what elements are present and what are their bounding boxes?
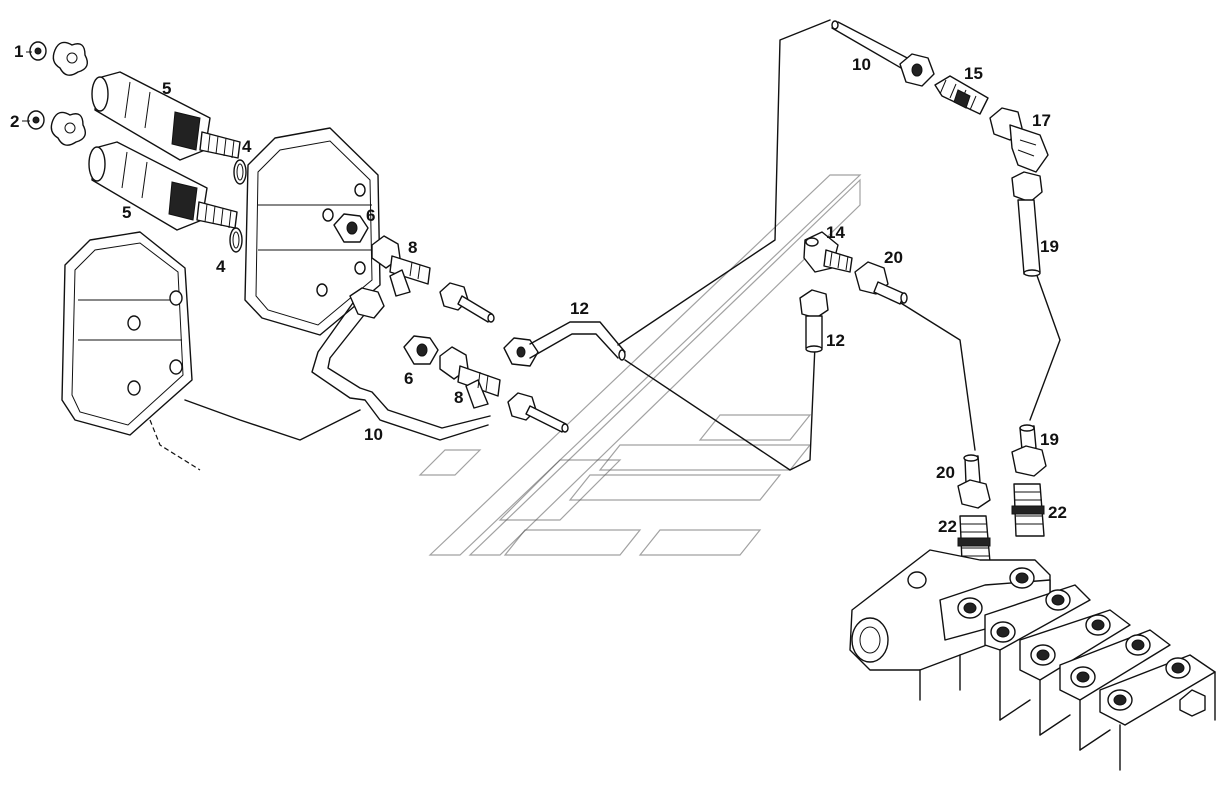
pipe-10-left xyxy=(311,287,491,441)
solenoid-valve-upper xyxy=(91,71,241,161)
o-ring-upper xyxy=(233,159,247,185)
elbow-14 xyxy=(803,231,853,273)
adapter-15 xyxy=(934,75,989,115)
label-22-right: 22 xyxy=(1048,503,1067,522)
cover-plate-rear xyxy=(61,231,193,436)
o-ring-lower xyxy=(229,227,243,253)
washer-1 xyxy=(29,41,47,61)
nut-pipe-12 xyxy=(503,337,539,367)
nut-20-upper xyxy=(854,261,908,305)
gasket-upper xyxy=(52,41,88,76)
label-2: 2 xyxy=(10,112,19,131)
label-19-upper: 19 xyxy=(1040,237,1059,256)
label-leaders xyxy=(22,51,32,122)
label-6-lower: 6 xyxy=(404,369,413,388)
label-8-upper: 8 xyxy=(408,238,417,257)
label-5-upper: 5 xyxy=(162,79,171,98)
label-12-right: 12 xyxy=(826,331,845,350)
part-labels: 1 2 5 5 4 4 6 6 8 8 10 10 12 12 14 15 17… xyxy=(10,42,1067,536)
label-20-upper: 20 xyxy=(884,248,903,267)
tee-fitting-lower xyxy=(439,346,501,409)
nut-6-lower xyxy=(403,335,439,365)
label-15: 15 xyxy=(964,64,983,83)
label-5-lower: 5 xyxy=(122,203,131,222)
label-8-lower: 8 xyxy=(454,388,463,407)
pipe-19-lower xyxy=(1011,424,1047,477)
solenoid-valve-lower xyxy=(88,141,238,231)
label-19-lower: 19 xyxy=(1040,430,1059,449)
pipe-20-lower xyxy=(957,454,991,509)
nut-fitting-upper-right xyxy=(439,282,495,323)
fitting-22-left xyxy=(957,515,991,563)
label-17: 17 xyxy=(1032,111,1051,130)
control-valve-block xyxy=(849,549,1216,771)
nut-6-upper xyxy=(333,213,369,243)
pipe-12-upper xyxy=(529,321,626,361)
label-14: 14 xyxy=(826,223,845,242)
label-1: 1 xyxy=(14,42,23,61)
pipe-19-upper xyxy=(1011,171,1043,277)
washer-2 xyxy=(27,110,45,130)
label-22-left: 22 xyxy=(938,517,957,536)
label-10-left: 10 xyxy=(364,425,383,444)
elbow-17 xyxy=(989,107,1049,173)
label-12-upper: 12 xyxy=(570,299,589,318)
watermark-logo xyxy=(418,174,862,556)
label-20-lower: 20 xyxy=(936,463,955,482)
label-4-lower: 4 xyxy=(216,257,226,276)
pipe-12-right xyxy=(799,289,829,353)
label-4-upper: 4 xyxy=(242,137,252,156)
label-6-upper: 6 xyxy=(366,206,375,225)
connection-lines xyxy=(149,19,1061,471)
nut-fitting-lower-right xyxy=(507,392,569,433)
nut-upper-right xyxy=(899,53,935,87)
label-10-right: 10 xyxy=(852,55,871,74)
fitting-22-right xyxy=(1011,483,1045,537)
tee-fitting-upper xyxy=(371,235,431,297)
gasket-lower xyxy=(50,111,86,146)
cover-plate-front xyxy=(244,127,381,336)
